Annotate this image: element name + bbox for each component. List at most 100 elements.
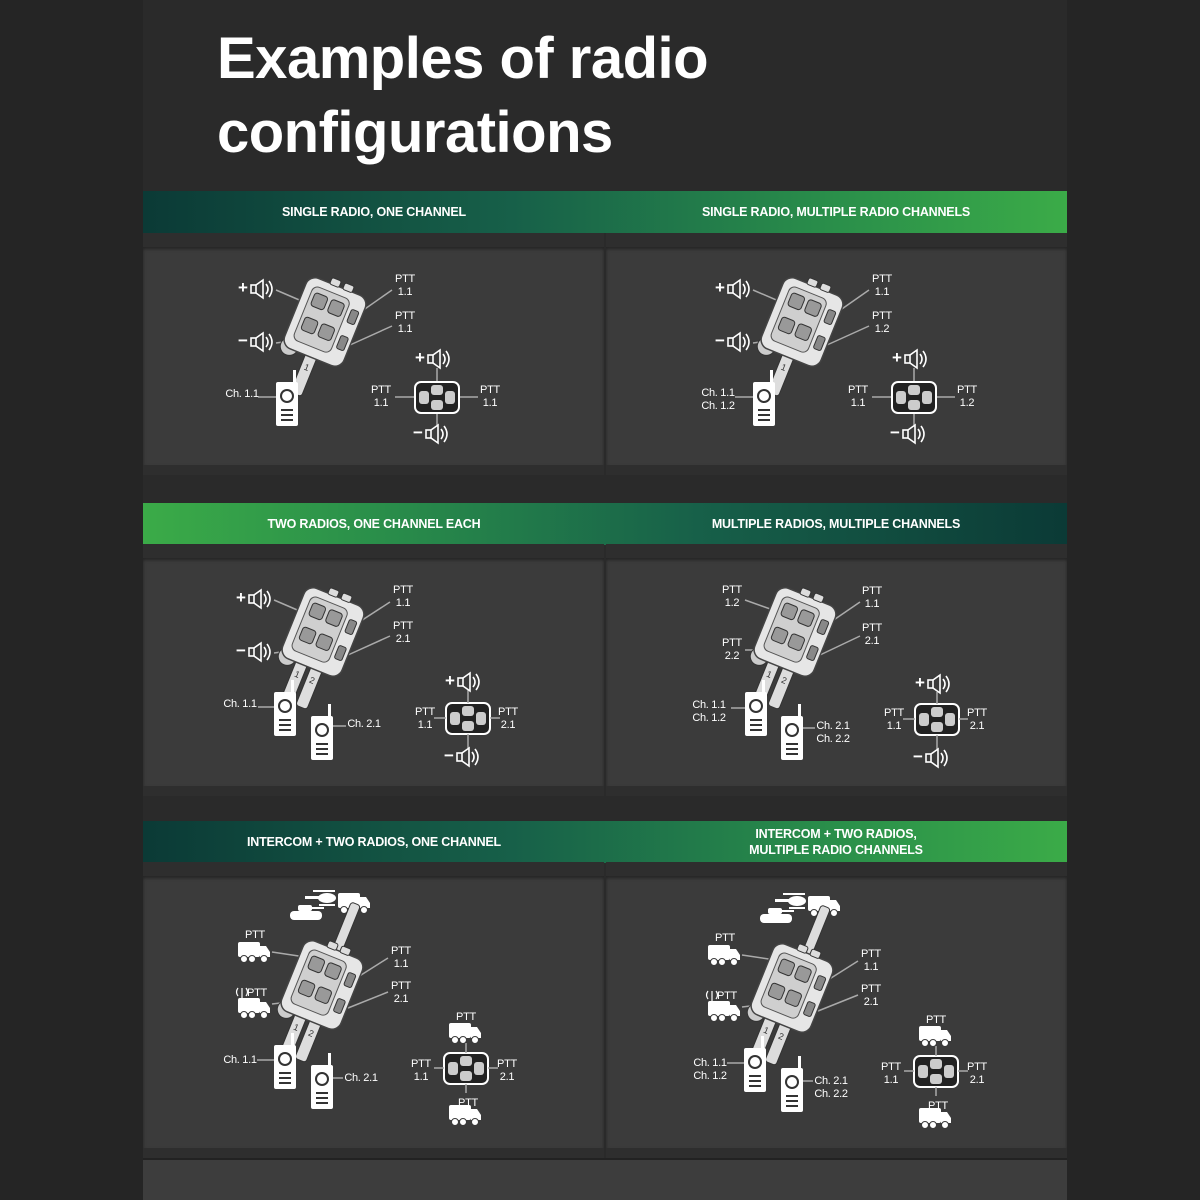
- page-title: Examples of radio configurations: [217, 26, 709, 165]
- label-pad-left: PTT 1.1: [411, 1058, 431, 1083]
- label-ptt-left-b: PTT 2.2: [722, 637, 742, 662]
- remote-ptt-pad: [891, 381, 937, 414]
- bottom-strip: [143, 1158, 1067, 1200]
- label-ptt-a: PTT 1.1: [391, 945, 411, 970]
- minus-sign: −: [236, 641, 246, 660]
- panel-title-single-radio-one-channel: SINGLE RADIO, ONE CHANNEL: [282, 205, 466, 219]
- walkie-talkie-icon: [311, 1053, 333, 1109]
- speaker-icon: [727, 278, 750, 300]
- side-ptt-button: [803, 1001, 816, 1017]
- device-button: [794, 323, 812, 341]
- label-pad-bottom: PTT: [458, 1097, 478, 1109]
- remote-ptt-pad: [414, 381, 460, 414]
- intercom-vehicle-icon: [238, 942, 270, 963]
- speaker-icon: [427, 348, 450, 370]
- label-ch: Ch. 1.1: [225, 388, 259, 400]
- side-ptt-button: [334, 645, 347, 661]
- connector-line: [817, 994, 859, 1012]
- remote-ptt-pad: [443, 1052, 489, 1085]
- side-ptt-button: [813, 975, 827, 991]
- svg-text:1: 1: [779, 362, 787, 373]
- device-button: [794, 965, 812, 983]
- label-pad-right: PTT 1.2: [957, 384, 977, 409]
- label-ch: Ch. 1.1: [223, 1054, 257, 1066]
- connector-line: [347, 991, 389, 1009]
- label-ch: Ch. 1.1 Ch. 1.2: [692, 699, 726, 724]
- connector-line: [826, 325, 870, 346]
- label-ptt-a: PTT 1.1: [872, 273, 892, 298]
- remote-ptt-pad: [914, 703, 960, 736]
- speaker-icon: [927, 673, 950, 695]
- label-pad-left: PTT 1.1: [415, 706, 435, 731]
- device-button: [310, 292, 329, 311]
- plus-sign: +: [415, 348, 425, 367]
- label-pad-right: PTT 2.1: [498, 706, 518, 731]
- connector-line: [349, 325, 393, 346]
- radio-vehicle-icon: [919, 1108, 951, 1129]
- panel-3: [606, 544, 1067, 796]
- remote-ptt-pad: [913, 1055, 959, 1088]
- speaker-icon: [248, 641, 271, 663]
- panel-title-multiple-radios: MULTIPLE RADIOS, MULTIPLE CHANNELS: [711, 517, 961, 531]
- device-button: [315, 633, 333, 651]
- svg-text:1: 1: [292, 1022, 300, 1033]
- device-button: [314, 986, 332, 1004]
- label-pad-bottom: PTT: [928, 1100, 948, 1112]
- plus-sign: +: [445, 671, 455, 690]
- device-button: [780, 602, 799, 621]
- helicopter-icon: [305, 890, 336, 906]
- panel-0: [143, 233, 604, 475]
- walkie-talkie-icon: [274, 1033, 296, 1089]
- walkie-talkie-icon: [276, 370, 298, 426]
- side-ptt-button: [823, 309, 837, 325]
- panel-title-intercom-one-channel: INTERCOM + TWO RADIOS, ONE CHANNEL: [247, 835, 501, 849]
- side-ptt-button: [344, 619, 358, 635]
- speaker-icon: [250, 278, 273, 300]
- svg-text:2: 2: [308, 675, 316, 686]
- minus-sign: −: [238, 331, 248, 350]
- label-ptt-left-a: PTT 1.2: [722, 584, 742, 609]
- plus-sign: +: [236, 588, 246, 607]
- device-button: [777, 316, 796, 335]
- banner-row-2: TWO RADIOS, ONE CHANNEL EACH MULTIPLE RA…: [143, 503, 1067, 545]
- panel-title-intercom-multiple-channels: INTERCOM + TWO RADIOS, MULTIPLE RADIO CH…: [749, 827, 923, 857]
- side-ptt-button: [336, 335, 349, 351]
- side-ptt-button: [816, 619, 830, 635]
- plus-sign: +: [915, 673, 925, 692]
- panel-2: [143, 544, 604, 796]
- label-ptt-b: PTT 1.1: [395, 310, 415, 335]
- device-button: [804, 299, 822, 317]
- panel-1: [606, 233, 1067, 475]
- label-ptt-b: PTT 2.1: [862, 622, 882, 647]
- label-ptt-b: PTT 2.1: [393, 620, 413, 645]
- device-button: [767, 982, 786, 1001]
- label-pad-right: PTT 1.1: [480, 384, 500, 409]
- minus-sign: −: [444, 746, 454, 765]
- speaker-icon: [457, 671, 480, 693]
- speaker-icon: [925, 747, 948, 769]
- svg-text:1: 1: [302, 362, 310, 373]
- connector-line: [347, 635, 391, 656]
- side-ptt-button: [813, 335, 826, 351]
- svg-text:2: 2: [780, 675, 788, 686]
- label-ch2: Ch. 2.1 Ch. 2.2: [814, 1075, 848, 1100]
- label-ch: Ch. 1.1 Ch. 1.2: [701, 387, 735, 412]
- device-button: [297, 979, 316, 998]
- minus-sign: −: [890, 423, 900, 442]
- device-button: [777, 958, 796, 977]
- minus-sign: −: [913, 747, 923, 766]
- walkie-talkie-icon: [311, 704, 333, 760]
- speaker-icon: [250, 331, 273, 353]
- label-ptt-a: PTT 1.1: [862, 585, 882, 610]
- label-ptt-rv: PTT: [247, 987, 267, 999]
- walkie-talkie-icon: [744, 1036, 766, 1092]
- label-pad-top: PTT: [926, 1014, 946, 1026]
- label-ptt-b: PTT 1.2: [872, 310, 892, 335]
- label-ptt-rv: PTT: [717, 990, 737, 1002]
- device-button: [307, 955, 326, 974]
- label-pad-right: PTT 2.1: [497, 1058, 517, 1083]
- intercom-vehicle-icon: [708, 945, 740, 966]
- helicopter-icon: [775, 893, 806, 909]
- label-ch2: Ch. 2.1: [344, 1072, 378, 1084]
